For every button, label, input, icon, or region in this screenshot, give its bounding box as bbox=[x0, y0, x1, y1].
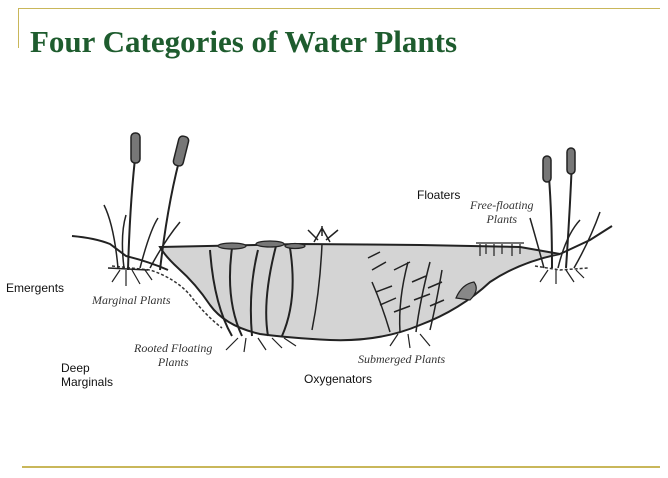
water-lily-flower bbox=[307, 226, 339, 331]
right-bank bbox=[559, 225, 613, 255]
slide-title: Four Categories of Water Plants bbox=[30, 24, 458, 59]
frame-bottom-rule bbox=[22, 466, 660, 468]
left-bank bbox=[71, 235, 169, 271]
label-rooted-floating-line-1: Rooted Floating bbox=[134, 341, 213, 355]
roots-submerged bbox=[389, 333, 431, 349]
free-floating-plants bbox=[476, 242, 524, 256]
left-shelf bbox=[111, 265, 223, 329]
label-deep-marginals-line-2: Marginals bbox=[61, 375, 114, 389]
floating-leaves bbox=[217, 240, 306, 250]
label-rooted-floating-line-2: Plants bbox=[157, 355, 189, 369]
label-deep-marginals-line-1: Deep bbox=[61, 361, 90, 375]
bank-rock bbox=[455, 281, 477, 301]
pond-water bbox=[158, 242, 561, 342]
right-shelf bbox=[534, 265, 589, 271]
frame-top-rule bbox=[18, 8, 660, 9]
rooted-floating-stems bbox=[209, 245, 294, 337]
submerged-plants bbox=[367, 251, 445, 333]
roots-left bbox=[111, 269, 153, 286]
label-marginal-plants: Marginal Plants bbox=[92, 293, 171, 307]
label-free-floating-line-1: Free-floating bbox=[470, 198, 534, 212]
label-emergents: Emergents bbox=[6, 281, 65, 295]
label-submerged-plants: Submerged Plants bbox=[358, 352, 446, 366]
label-deep-marginals: Deep Marginals bbox=[61, 361, 113, 389]
label-oxygenators: Oxygenators bbox=[304, 372, 373, 386]
label-floaters: Floaters bbox=[417, 188, 461, 202]
label-rooted-floating-plants: Rooted Floating Plants bbox=[134, 341, 212, 369]
cattail-group-left bbox=[103, 132, 190, 271]
label-free-floating-line-2: Plants bbox=[486, 212, 518, 226]
roots-rooted-floating bbox=[225, 337, 297, 353]
label-free-floating-plants: Free-floating Plants bbox=[470, 198, 534, 226]
cattail-group-right bbox=[529, 147, 601, 269]
roots-right bbox=[539, 269, 585, 284]
frame-left-rule bbox=[18, 8, 19, 48]
